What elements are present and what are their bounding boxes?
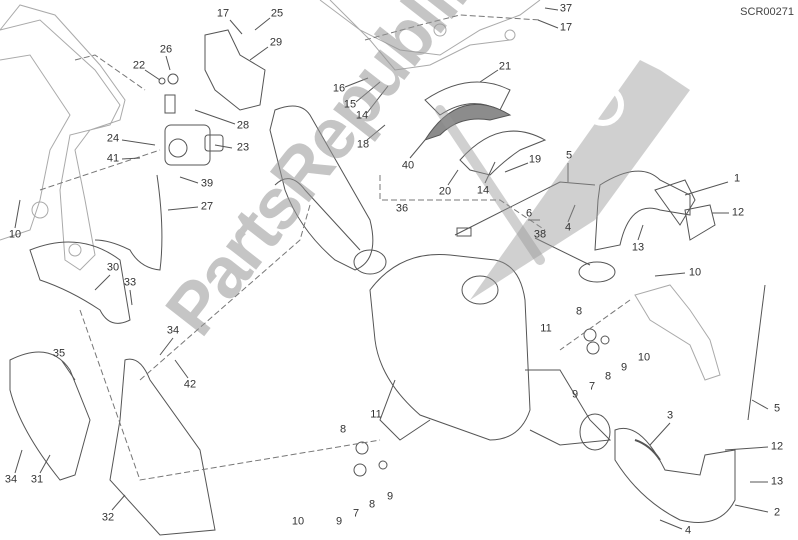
callout-label[interactable]: 21: [498, 60, 512, 73]
callout-label[interactable]: 39: [200, 177, 214, 190]
diagram-reference-code: SCR00271: [740, 6, 794, 18]
callout-label[interactable]: 9: [335, 515, 343, 528]
callout-label[interactable]: 34: [4, 473, 18, 486]
callout-label[interactable]: 7: [352, 507, 360, 520]
callout-label[interactable]: 8: [368, 498, 376, 511]
heat-shield-32: [109, 358, 216, 536]
leader-lines: [14, 7, 769, 530]
heat-shield-20: [459, 130, 547, 176]
callout-label[interactable]: 14: [355, 109, 369, 122]
heat-shield-21: [424, 81, 511, 116]
callout-label[interactable]: 15: [343, 98, 357, 111]
callout-label[interactable]: 3: [666, 409, 674, 422]
callout-label[interactable]: 41: [106, 152, 120, 165]
callout-label[interactable]: 28: [236, 119, 250, 132]
upper-frame: [319, 0, 541, 71]
callout-label[interactable]: 1: [733, 172, 741, 185]
callout-label[interactable]: 5: [773, 402, 781, 415]
callout-label[interactable]: 7: [588, 380, 596, 393]
callout-label[interactable]: 4: [684, 524, 692, 537]
callout-label[interactable]: 18: [356, 138, 370, 151]
callout-label[interactable]: 13: [631, 241, 645, 254]
callout-label[interactable]: 25: [270, 7, 284, 20]
callout-label[interactable]: 19: [528, 153, 542, 166]
valve-cable: [94, 174, 163, 271]
watermark-flag: [470, 60, 690, 300]
callout-label[interactable]: 4: [564, 221, 572, 234]
callout-label[interactable]: 31: [30, 473, 44, 486]
assembly-lines: [39, 14, 631, 481]
spring: [634, 439, 661, 461]
callout-label[interactable]: 17: [216, 7, 230, 20]
callout-label[interactable]: 38: [533, 228, 547, 241]
callout-label[interactable]: 8: [339, 423, 347, 436]
callout-label[interactable]: 24: [106, 132, 120, 145]
callout-label[interactable]: 27: [200, 200, 214, 213]
silencer-upper: [269, 105, 387, 275]
callout-label[interactable]: 2: [773, 506, 781, 519]
callout-label[interactable]: 8: [604, 370, 612, 383]
silencer-bracket: [634, 284, 721, 381]
callout-label[interactable]: 16: [332, 82, 346, 95]
callout-label[interactable]: 34: [166, 324, 180, 337]
callout-label[interactable]: 42: [183, 378, 197, 391]
callout-label[interactable]: 5: [565, 149, 573, 162]
heat-shield-40: [423, 103, 512, 141]
callout-label[interactable]: 35: [52, 347, 66, 360]
muffler: [369, 253, 612, 451]
clamp-38: [578, 261, 616, 283]
mounting-hardware: [353, 328, 610, 477]
callout-label[interactable]: 17: [559, 21, 573, 34]
callout-label[interactable]: 36: [395, 202, 409, 215]
callout-label[interactable]: 14: [476, 184, 490, 197]
exhaust-valve-servo: [158, 29, 266, 166]
callout-label[interactable]: 9: [386, 490, 394, 503]
callout-label[interactable]: 9: [571, 388, 579, 401]
callout-label[interactable]: 22: [132, 59, 146, 72]
header-pipe: [454, 170, 716, 251]
callout-label[interactable]: 9: [620, 361, 628, 374]
callout-label[interactable]: 10: [8, 228, 22, 241]
callout-label[interactable]: 8: [575, 305, 583, 318]
callout-label[interactable]: 6: [525, 207, 533, 220]
heat-shield-31: [9, 351, 91, 481]
callout-label[interactable]: 23: [236, 141, 250, 154]
callout-label[interactable]: 12: [770, 440, 784, 453]
callout-label[interactable]: 10: [637, 351, 651, 364]
callout-label[interactable]: 11: [540, 322, 552, 335]
callout-label[interactable]: 11: [370, 408, 382, 421]
callout-label[interactable]: 33: [123, 276, 137, 289]
heat-shield-30: [29, 241, 131, 324]
callout-label[interactable]: 12: [731, 206, 745, 219]
callout-label[interactable]: 32: [101, 511, 115, 524]
gear-icon: [582, 84, 624, 126]
callout-label[interactable]: 40: [401, 159, 415, 172]
callout-label[interactable]: 13: [770, 475, 784, 488]
callout-label[interactable]: 26: [159, 43, 173, 56]
callout-label[interactable]: 10: [291, 515, 305, 528]
rear-subframe: [0, 4, 126, 271]
callout-label[interactable]: 30: [106, 261, 120, 274]
callout-label[interactable]: 20: [438, 185, 452, 198]
callout-label[interactable]: 29: [269, 36, 283, 49]
callout-label[interactable]: 37: [559, 2, 573, 15]
link-pipe: [614, 428, 736, 523]
lambda-sensor: [747, 284, 766, 421]
callout-label[interactable]: 10: [688, 266, 702, 279]
watermark-pole: [435, 105, 545, 265]
